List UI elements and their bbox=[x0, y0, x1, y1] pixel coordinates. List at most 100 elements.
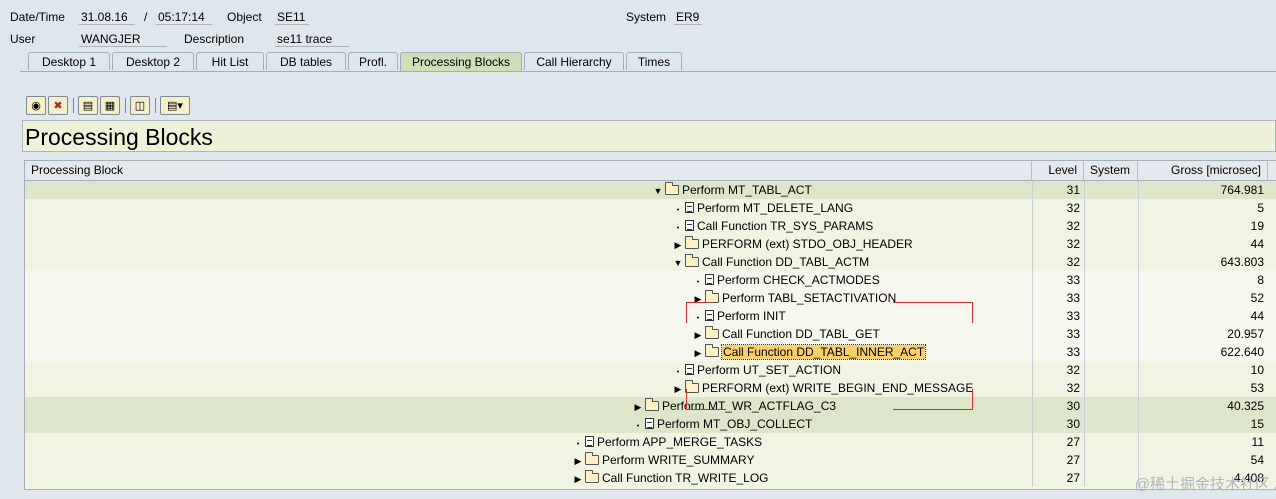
tree-node[interactable]: ▼Call Function DD_TABL_ACTM bbox=[673, 253, 869, 271]
processing-block-cell: ▶Call Function DD_TABL_INNER_ACT bbox=[25, 343, 1032, 361]
column-header-system[interactable]: System bbox=[1084, 161, 1138, 180]
gross-cell: 764.981 bbox=[1138, 181, 1268, 199]
processing-block-cell: ▶Call Function TR_WRITE_LOG bbox=[25, 469, 1032, 487]
tree-node[interactable]: ▶Call Function DD_TABL_GET bbox=[693, 325, 880, 343]
block-name: Perform APP_MERGE_TASKS bbox=[597, 435, 763, 449]
annotation-line bbox=[893, 409, 973, 410]
tree-node[interactable]: ▼Perform MT_TABL_ACT bbox=[653, 181, 812, 199]
tree-node[interactable]: ▶ Perform MT_WR_ACTFLAG_C3 bbox=[633, 397, 836, 415]
expand-node-icon[interactable]: ▶ bbox=[694, 294, 702, 304]
system-cell bbox=[1084, 289, 1138, 307]
tab-processing-blocks[interactable]: Processing Blocks bbox=[400, 52, 522, 72]
gross-cell: 53 bbox=[1138, 379, 1268, 397]
columns-icon[interactable]: ◫ bbox=[130, 96, 150, 115]
tree-node[interactable]: ▶Call Function TR_WRITE_LOG bbox=[573, 469, 769, 487]
toolbar-separator bbox=[125, 98, 126, 113]
column-header-processing-block[interactable]: Processing Block bbox=[25, 161, 1032, 180]
annotation-line bbox=[686, 409, 726, 410]
annotation-line bbox=[972, 302, 973, 323]
expand-node-icon[interactable]: ▶ bbox=[694, 330, 702, 340]
tree-node[interactable]: •Perform INIT bbox=[693, 307, 786, 325]
tree-node[interactable]: •Perform MT_OBJ_COLLECT bbox=[633, 415, 813, 433]
cancel-icon[interactable]: ✖ bbox=[48, 96, 68, 115]
collapse-node-icon[interactable]: ▼ bbox=[653, 186, 663, 196]
tree-node[interactable]: •Call Function TR_SYS_PARAMS bbox=[673, 217, 874, 235]
block-name: Perform TABL_SETACTIVATION bbox=[722, 291, 897, 305]
toolbar-separator bbox=[73, 98, 74, 113]
gross-cell: 5 bbox=[1138, 199, 1268, 217]
gross-cell: 40.325 bbox=[1138, 397, 1268, 415]
expand-node-icon[interactable]: ▶ bbox=[574, 456, 582, 466]
system-cell bbox=[1084, 217, 1138, 235]
document-icon bbox=[685, 364, 694, 376]
layout-icon[interactable]: ▤▾ bbox=[160, 96, 190, 115]
tree-node[interactable]: •Perform MT_DELETE_LANG bbox=[673, 199, 853, 217]
tab-profl[interactable]: Profl. bbox=[348, 52, 398, 70]
expand-icon[interactable]: ▤ bbox=[78, 96, 98, 115]
expand-node-icon[interactable]: ▶ bbox=[574, 474, 582, 484]
system-cell bbox=[1084, 397, 1138, 415]
tab-hit-list[interactable]: Hit List bbox=[196, 52, 264, 70]
document-icon bbox=[585, 436, 594, 448]
tab-db-tables[interactable]: DB tables bbox=[266, 52, 346, 70]
collapse-node-icon[interactable]: ▼ bbox=[673, 258, 683, 268]
system-value: ER9 bbox=[674, 10, 702, 25]
tab-times[interactable]: Times bbox=[626, 52, 682, 70]
binoculars-icon[interactable]: ◉ bbox=[26, 96, 46, 115]
gross-cell: 10 bbox=[1138, 361, 1268, 379]
tree-node[interactable]: •Perform CHECK_ACTMODES bbox=[693, 271, 880, 289]
level-cell: 33 bbox=[1032, 271, 1084, 289]
expand-node-icon[interactable]: ▶ bbox=[694, 348, 702, 358]
tree-node[interactable]: ▶Perform WRITE_SUMMARY bbox=[573, 451, 754, 469]
table-row[interactable]: •Perform UT_SET_ACTION 32 10 bbox=[25, 361, 1276, 379]
tab-desktop-1[interactable]: Desktop 1 bbox=[28, 52, 110, 70]
column-header-gross[interactable]: Gross [microsec] bbox=[1138, 161, 1268, 180]
gross-cell: 52 bbox=[1138, 289, 1268, 307]
annotation-line bbox=[972, 389, 973, 410]
system-cell bbox=[1084, 469, 1138, 487]
collapse-icon[interactable]: ▦ bbox=[100, 96, 120, 115]
tree-node[interactable]: •Perform APP_MERGE_TASKS bbox=[573, 433, 762, 451]
system-cell bbox=[1084, 415, 1138, 433]
tree-node[interactable]: ▶Call Function DD_TABL_INNER_ACT bbox=[693, 343, 927, 361]
gross-cell: 15 bbox=[1138, 415, 1268, 433]
tab-desktop-2[interactable]: Desktop 2 bbox=[112, 52, 194, 70]
processing-block-cell: ▶ Perform TABL_SETACTIVATION bbox=[25, 289, 1032, 307]
level-cell: 33 bbox=[1032, 325, 1084, 343]
expand-node-icon[interactable]: ▶ bbox=[634, 402, 642, 412]
column-header-level[interactable]: Level bbox=[1032, 161, 1084, 180]
expand-node-icon[interactable]: ▶ bbox=[674, 384, 682, 394]
expand-node-icon[interactable]: ▶ bbox=[674, 240, 682, 250]
tree-node[interactable]: ▶PERFORM (ext) WRITE_BEGIN_END_MESSAGE bbox=[673, 379, 973, 397]
block-name: Perform UT_SET_ACTION bbox=[697, 363, 842, 377]
leaf-bullet-icon: • bbox=[696, 315, 700, 322]
system-cell bbox=[1084, 361, 1138, 379]
tab-call-hierarchy[interactable]: Call Hierarchy bbox=[524, 52, 624, 70]
user-value: WANGJER bbox=[79, 32, 167, 47]
tree-node[interactable]: ▶ Perform TABL_SETACTIVATION bbox=[693, 289, 896, 307]
block-name: Perform MT_WR_ACTFLAG_C3 bbox=[662, 399, 837, 413]
tree-node[interactable]: •Perform UT_SET_ACTION bbox=[673, 361, 841, 379]
level-cell: 32 bbox=[1032, 361, 1084, 379]
object-value: SE11 bbox=[275, 10, 309, 25]
processing-block-cell: ▶Perform WRITE_SUMMARY bbox=[25, 451, 1032, 469]
page-title-bar: Processing Blocks bbox=[22, 120, 1276, 152]
block-name: Call Function TR_SYS_PARAMS bbox=[697, 219, 874, 233]
tree-node[interactable]: ▶PERFORM (ext) STDO_OBJ_HEADER bbox=[673, 235, 913, 253]
